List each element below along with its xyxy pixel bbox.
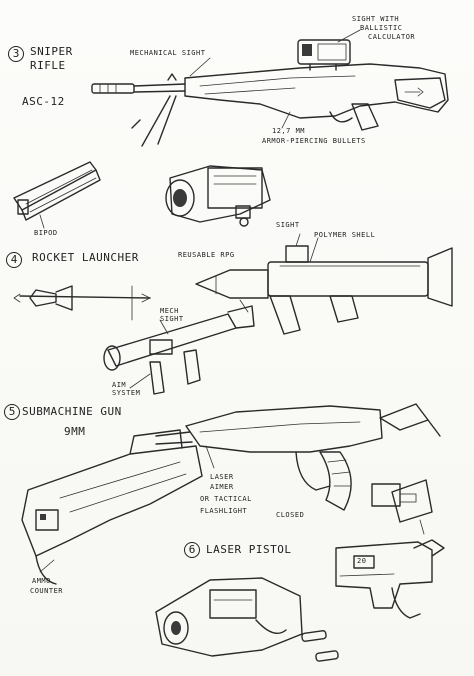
label-laser-4: FLASHLIGHT (200, 507, 248, 515)
laser-pistol-drawing (335, 539, 445, 619)
sniper-rifle-drawing (91, 29, 449, 147)
label-ammo-counter-1: AMMO (32, 577, 51, 585)
label-sight-ballistic-1: SIGHT WITH (352, 15, 400, 23)
label-sight-ballistic-3: CALCULATOR (368, 33, 416, 41)
pistol-ammo-counter-display: 20 (357, 557, 367, 565)
rocket-projectile-drawing (13, 285, 151, 321)
sniper-title-line2: RIFLE (30, 59, 66, 72)
rocket-launcher-title: ROCKET LAUNCHER (32, 251, 139, 264)
laser-pistol-closeup-drawing (155, 577, 303, 657)
smg-caliber: 9MM (64, 425, 86, 438)
label-laser-3: OR TACTICAL (200, 495, 252, 503)
stock-closed-drawing (371, 479, 433, 535)
label-mechanical-sight: MECHANICAL SIGHT (130, 49, 206, 57)
rocket-launcher-compact-drawing (103, 305, 255, 395)
smg-title: SUBMACHINE GUN (22, 405, 122, 418)
bipod-closeup-drawing (13, 161, 101, 229)
section-number-5: 5 (4, 404, 20, 420)
smg-main-drawing (155, 403, 441, 511)
label-bipod: BIPOD (34, 229, 58, 237)
label-aim-system-2: SYSTEM (112, 389, 141, 397)
label-mech-sight-2: SIGHT (160, 315, 184, 323)
bullet-casings-drawing (301, 630, 339, 662)
scope-closeup-drawing (165, 165, 271, 227)
label-closed: CLOSED (276, 511, 305, 519)
label-polymer-shell: POLYMER SHELL (314, 231, 376, 239)
label-laser-2: AIMER (210, 483, 234, 491)
sniper-title-line1: SNIPER (30, 45, 73, 58)
laser-pistol-title: LASER PISTOL (206, 543, 292, 556)
label-sight: SIGHT (276, 221, 300, 229)
reusable-rpg-drawing (195, 233, 453, 335)
label-ammo-2: ARMOR-PIERCING BULLETS (262, 137, 366, 145)
smg-closeup-drawing (21, 429, 203, 585)
label-mech-sight-1: MECH (160, 307, 179, 315)
label-ammo-counter-2: COUNTER (30, 587, 64, 595)
section-number-4: 4 (6, 252, 22, 268)
label-reusable-rpg: REUSABLE RPG (178, 251, 235, 259)
sniper-model: ASC-12 (22, 95, 65, 108)
section-number-6: 6 (184, 542, 200, 558)
label-ammo-1: 12,7 MM (272, 127, 306, 135)
section-number-3: 3 (8, 46, 24, 62)
label-aim-system-1: AIM (112, 381, 127, 389)
label-sight-ballistic-2: BALLISTIC (360, 24, 403, 32)
label-laser-1: LASER (210, 473, 234, 481)
